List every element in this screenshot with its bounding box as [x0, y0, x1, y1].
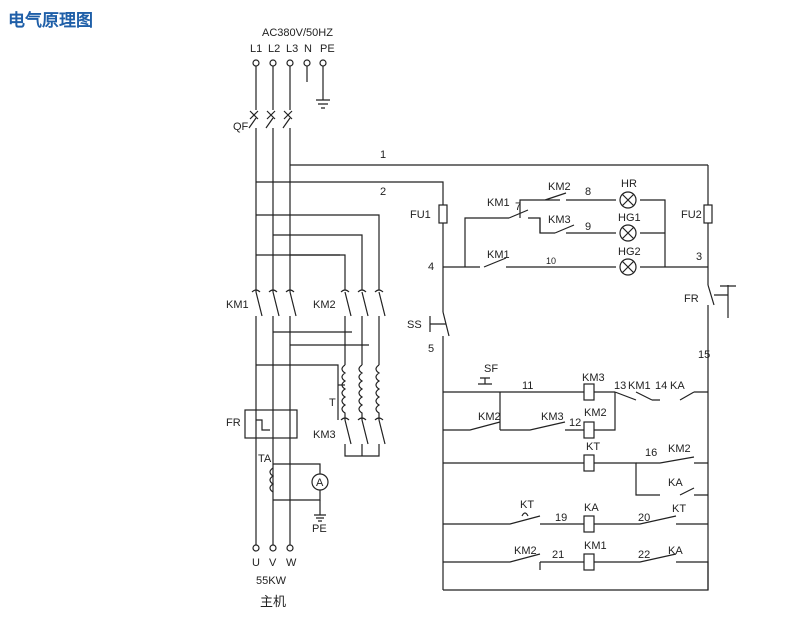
branch-wires — [256, 164, 708, 290]
km1-coil — [583, 553, 595, 571]
km1-lamp-label: KM1 — [487, 197, 510, 209]
km3-coil-label: KM3 — [582, 372, 605, 384]
ta-pe-label: PE — [312, 523, 327, 535]
terminal-w: W — [286, 557, 297, 569]
km3-lamp-label: KM3 — [548, 214, 571, 226]
qf-label: QF — [233, 121, 249, 133]
sf-label: SF — [484, 363, 498, 375]
ground-icon — [316, 99, 330, 109]
node-11: 11 — [522, 380, 533, 392]
km2-main-label: KM2 — [313, 299, 336, 311]
node-16: 16 — [645, 447, 657, 459]
lamp-network — [443, 192, 708, 268]
kt-coil — [583, 454, 595, 472]
fr-contact — [707, 284, 736, 590]
km1-hg2-label: KM1 — [487, 249, 510, 261]
hg1-label: HG1 — [618, 212, 641, 224]
node-13: 13 — [614, 380, 626, 392]
kt-rung4-label: KT — [672, 503, 686, 515]
node-4: 4 — [428, 261, 434, 273]
node-3: 3 — [696, 251, 702, 263]
page-title: 电气原理图 — [8, 11, 93, 31]
km-main-contacts — [251, 289, 386, 545]
km3-contacts — [340, 417, 386, 457]
fu2-label: FU2 — [681, 209, 702, 221]
ka-coil-label: KA — [584, 502, 599, 514]
motor-name: 主机 — [260, 594, 286, 609]
node-5: 5 — [428, 343, 434, 355]
kt-coil-label: KT — [586, 441, 600, 453]
km2-rung3-label: KM2 — [668, 443, 691, 455]
ka-rung-label: KA — [670, 380, 685, 392]
fr-main-label: FR — [226, 417, 241, 429]
ka-rung3-label: KA — [668, 477, 683, 489]
node-19: 19 — [555, 512, 567, 524]
km3-coil — [583, 383, 595, 401]
fr-thermal-relay — [244, 409, 298, 439]
terminal-pe: PE — [320, 43, 335, 55]
node-9: 9 — [585, 221, 591, 233]
km2-coil — [583, 421, 595, 439]
km1-coil-label: KM1 — [584, 540, 607, 552]
km2-rung-label: KM2 — [478, 411, 501, 423]
motor-power: 55KW — [256, 575, 287, 587]
fu1-label: FU1 — [410, 209, 431, 221]
rung-4 — [443, 512, 708, 525]
node-22: 22 — [638, 549, 650, 561]
km2-rung5-label: KM2 — [514, 545, 537, 557]
power-lines — [255, 66, 324, 292]
terminal-circles — [252, 59, 327, 67]
lamp-icons — [619, 191, 637, 276]
fr-control-label: FR — [684, 293, 699, 305]
terminal-n: N — [304, 43, 312, 55]
rung-1 — [443, 377, 708, 401]
qf-breaker — [248, 110, 293, 129]
ta-label: TA — [258, 453, 272, 465]
supply-label: AC380V/50HZ — [262, 27, 333, 39]
ammeter-icon — [311, 473, 329, 491]
node-14: 14 — [655, 380, 667, 392]
terminal-l2: L2 — [268, 43, 280, 55]
rung-2 — [443, 392, 616, 431]
ammeter-label: A — [316, 477, 324, 489]
current-transformer — [269, 463, 326, 522]
hg2-label: HG2 — [618, 246, 641, 258]
kt-contact-label: KT — [520, 499, 534, 511]
km1-rung-label: KM1 — [628, 380, 651, 392]
fuses — [438, 165, 713, 312]
node-10: 10 — [546, 256, 556, 266]
km2-coil-label: KM2 — [584, 407, 607, 419]
hr-label: HR — [621, 178, 637, 190]
node-15: 15 — [698, 349, 710, 361]
rung-5 — [443, 553, 709, 591]
terminal-l3: L3 — [286, 43, 298, 55]
node-8: 8 — [585, 186, 591, 198]
node-21: 21 — [552, 549, 564, 561]
km3-rung-label: KM3 — [541, 411, 564, 423]
node-20: 20 — [638, 512, 650, 524]
node-2: 2 — [380, 186, 386, 198]
t-label: T — [329, 397, 336, 409]
node-12: 12 — [569, 417, 581, 429]
km1-main-label: KM1 — [226, 299, 249, 311]
motor-terminals — [252, 544, 294, 552]
ka-rung5-label: KA — [668, 545, 683, 557]
ka-coil — [583, 515, 595, 533]
rung-3 — [443, 456, 708, 496]
terminal-v: V — [269, 557, 277, 569]
terminal-l1: L1 — [250, 43, 262, 55]
node-1: 1 — [380, 149, 386, 161]
node-7: 7 — [515, 201, 521, 213]
km3-main-label: KM3 — [313, 429, 336, 441]
terminal-u: U — [252, 557, 260, 569]
autotransformer — [256, 331, 381, 420]
km2-lamp-label: KM2 — [548, 181, 571, 193]
ss-label: SS — [407, 319, 422, 331]
